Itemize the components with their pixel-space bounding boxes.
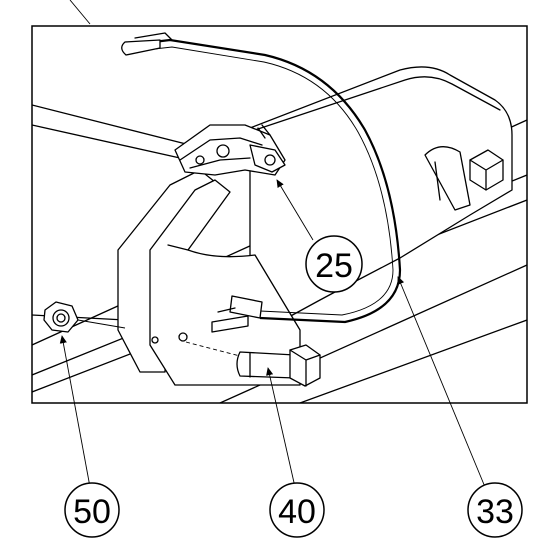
- housing: [249, 66, 513, 331]
- top-leader-line: [69, 0, 91, 25]
- callout-25-label: 25: [315, 247, 353, 285]
- nut-50: [43, 301, 126, 333]
- detail-frame: [31, 25, 528, 404]
- cable: [121, 32, 402, 333]
- callout-33: 33: [467, 482, 523, 538]
- leader-33: [397, 276, 486, 488]
- detail-view: [32, 32, 527, 403]
- pin-40: [185, 341, 321, 387]
- upper-linkage: [174, 124, 286, 176]
- leader-25: [276, 179, 314, 241]
- callout-50: 50: [64, 482, 120, 538]
- callout-33-label: 33: [476, 493, 514, 531]
- callout-25: 25: [305, 235, 363, 293]
- callout-40: 40: [269, 482, 325, 538]
- leader-40: [266, 367, 296, 488]
- callout-40-label: 40: [278, 493, 316, 531]
- leader-50: [59, 335, 91, 488]
- callout-50-label: 50: [73, 493, 111, 531]
